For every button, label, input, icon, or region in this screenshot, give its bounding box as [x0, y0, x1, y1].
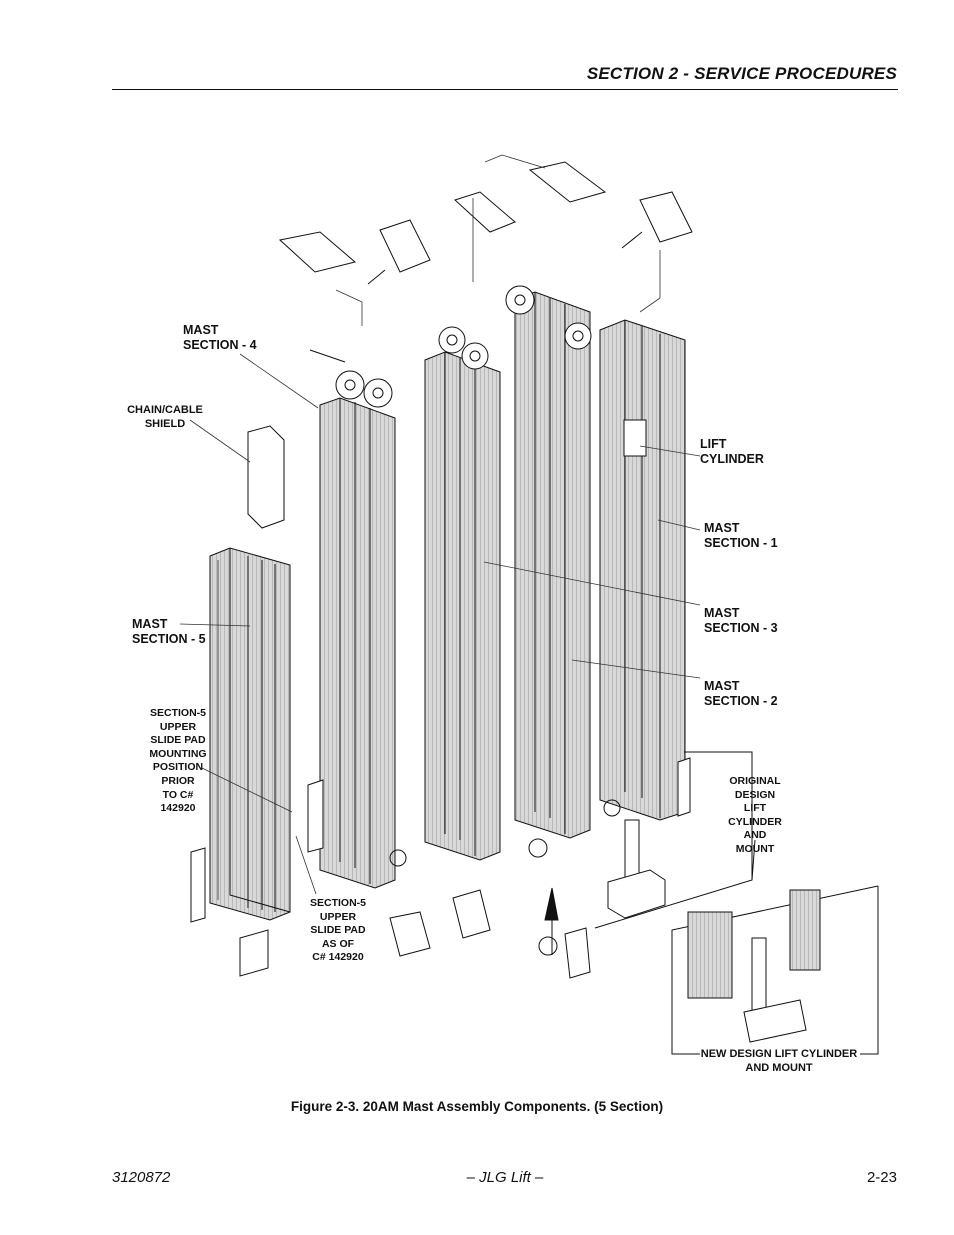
leader-lines: [179, 154, 701, 895]
mast-section-5-drawing: [209, 547, 291, 921]
footer-page-number: 2-23: [866, 1169, 897, 1186]
lift-cylinder-drawing: [607, 819, 666, 919]
assembly-arrow-icon: [544, 887, 559, 955]
mast-section-3-drawing: [424, 326, 501, 861]
mast-section-2-drawing: [505, 285, 592, 839]
lower-brackets-drawing: [190, 757, 691, 979]
mast-section-4-drawing: [309, 349, 396, 889]
mast-section-1-drawing: [599, 319, 686, 821]
new-design-inset-drawing: [671, 885, 879, 1055]
chain-cable-shield-drawing: [247, 425, 285, 529]
footer-publisher: – JLG Lift –: [466, 1169, 544, 1186]
footer-doc-number: 3120872: [112, 1169, 171, 1186]
figure-caption: Figure 2-3. 20AM Mast Assembly Component…: [290, 1099, 664, 1114]
section-title: SECTION 2 - SERVICE PROCEDURES: [586, 64, 897, 83]
original-design-inset-drawing: [594, 751, 756, 929]
header-rule: [112, 89, 898, 90]
top-plates-drawing: [278, 161, 693, 285]
